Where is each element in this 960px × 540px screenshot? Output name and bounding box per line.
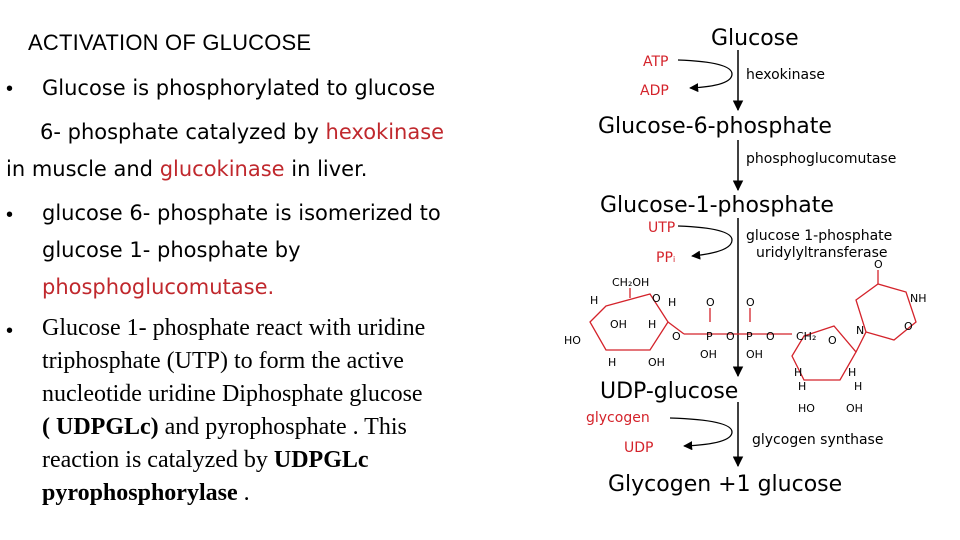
atom-o: O <box>904 320 913 333</box>
glucose-ring <box>589 293 669 351</box>
udpglc-term: ( UDPGLc) <box>42 414 159 440</box>
atom-o: O <box>726 330 735 343</box>
atom-o: O <box>828 334 837 347</box>
bullet-1-text: 6- phosphate catalyzed by <box>40 120 326 144</box>
atom-n: N <box>856 324 864 337</box>
udp-label: UDP <box>624 440 653 456</box>
atom-h: H <box>608 356 616 369</box>
bullet-2-marker: • <box>6 204 14 226</box>
structure-atom-labels: CH₂OH H O H OH H HO H OH O O P O O P O C… <box>564 258 927 415</box>
glucokinase-highlight: glucokinase <box>159 157 285 181</box>
pyrophosphorylase-term: pyrophosphorylase <box>42 480 238 506</box>
bullet-3-line-5: reaction is catalyzed by UDPGLc <box>42 447 369 474</box>
glycogen-product-label: Glycogen +1 glucose <box>608 472 842 497</box>
atom-h: H <box>854 380 862 393</box>
bullet-2-line-3: phosphoglucomutase. <box>42 275 275 299</box>
atom-h: H <box>668 296 676 309</box>
atom-h: H <box>798 380 806 393</box>
g1p-label: Glucose-1-phosphate <box>600 193 834 218</box>
bullet-3-marker: • <box>6 320 14 342</box>
uridylyltransferase-label-1: glucose 1-phosphate <box>746 228 892 244</box>
bullet-1-text: in liver. <box>284 157 368 181</box>
atom-nh: NH <box>910 292 927 305</box>
bullet-1-line-3: in muscle and glucokinase in liver. <box>6 157 368 181</box>
adp-label: ADP <box>640 83 669 99</box>
glucose-label: Glucose <box>711 26 799 51</box>
atom-o: O <box>746 296 755 309</box>
utp-ppi-arrow <box>677 225 733 260</box>
bullet-2-line-2: glucose 1- phosphate by <box>42 238 301 262</box>
bullet-2-line-1: glucose 6- phosphate is isomerized to <box>42 201 441 225</box>
bullet-1-line-1: Glucose is phosphorylated to glucose <box>42 76 436 100</box>
udpglc-term: UDPGLc <box>273 447 369 473</box>
atom-ch2oh: CH₂OH <box>612 276 649 289</box>
atom-h: H <box>848 366 856 379</box>
bullet-3-line-6: pyrophosphorylase . <box>42 480 250 507</box>
text-panel: ACTIVATION OF GLUCOSE • Glucose is phosp… <box>6 30 444 507</box>
bullet-3-text: and pyrophosphate . This <box>158 414 407 440</box>
g6p-label: Glucose-6-phosphate <box>598 114 832 139</box>
atom-ho: HO <box>798 402 815 415</box>
atom-h: H <box>648 318 656 331</box>
atom-o: O <box>706 296 715 309</box>
atom-o: O <box>672 330 681 343</box>
hexokinase-enzyme-label: hexokinase <box>746 67 825 83</box>
pathway-diagram: Glucose ATP ADP hexokinase Glucose-6-pho… <box>564 26 927 497</box>
glycogen-synthase-label: glycogen synthase <box>752 432 883 448</box>
atp-adp-arrow <box>677 59 733 93</box>
utp-label: UTP <box>648 220 675 236</box>
bullet-3-line-4: ( UDPGLc) and pyrophosphate . This <box>42 414 407 441</box>
hexokinase-highlight: hexokinase <box>325 120 445 144</box>
atom-h: H <box>590 294 598 307</box>
ppi-label: PPᵢ <box>656 250 675 266</box>
phosphoglucomutase-label: phosphoglucomutase <box>746 151 896 167</box>
slide-title: ACTIVATION OF GLUCOSE <box>28 30 312 55</box>
bullet-3-line-1: Glucose 1- phosphate react with uridine <box>42 315 426 341</box>
atom-o: O <box>766 330 775 343</box>
ring-bond <box>667 321 685 335</box>
atom-p: P <box>706 330 713 343</box>
udp-glucose-label: UDP-glucose <box>600 379 738 404</box>
atom-o: O <box>652 292 661 305</box>
atom-oh: OH <box>648 356 665 369</box>
atom-h: H <box>794 366 802 379</box>
glycogen-udp-arrow <box>669 417 733 451</box>
bullet-3-text: . <box>237 480 250 506</box>
bullet-1-text: in muscle and <box>6 157 160 181</box>
bullet-3-line-3: nucleotide uridine Diphosphate glucose <box>42 381 423 407</box>
glycogen-cofactor-label: glycogen <box>586 410 650 426</box>
uridylyltransferase-label-2: uridylyltransferase <box>756 245 888 261</box>
ribose-ring <box>791 325 857 381</box>
atom-oh: OH <box>610 318 627 331</box>
atom-ch2: CH₂ <box>796 330 816 343</box>
bullet-1-marker: • <box>6 78 14 100</box>
atom-oh: OH <box>700 348 717 361</box>
atom-oh: OH <box>746 348 763 361</box>
atom-oh: OH <box>846 402 863 415</box>
atom-p: P <box>746 330 753 343</box>
bullet-3-line-2: triphosphate (UTP) to form the active <box>42 348 404 374</box>
atom-ho: HO <box>564 334 581 347</box>
udp-glucose-structure <box>589 270 917 381</box>
glycosidic-bond <box>855 331 867 353</box>
atom-o: O <box>874 258 883 271</box>
atp-label: ATP <box>643 54 668 70</box>
bullet-1-line-2: 6- phosphate catalyzed by hexokinase <box>40 120 444 144</box>
bullet-3-text: reaction is catalyzed by <box>42 447 274 473</box>
